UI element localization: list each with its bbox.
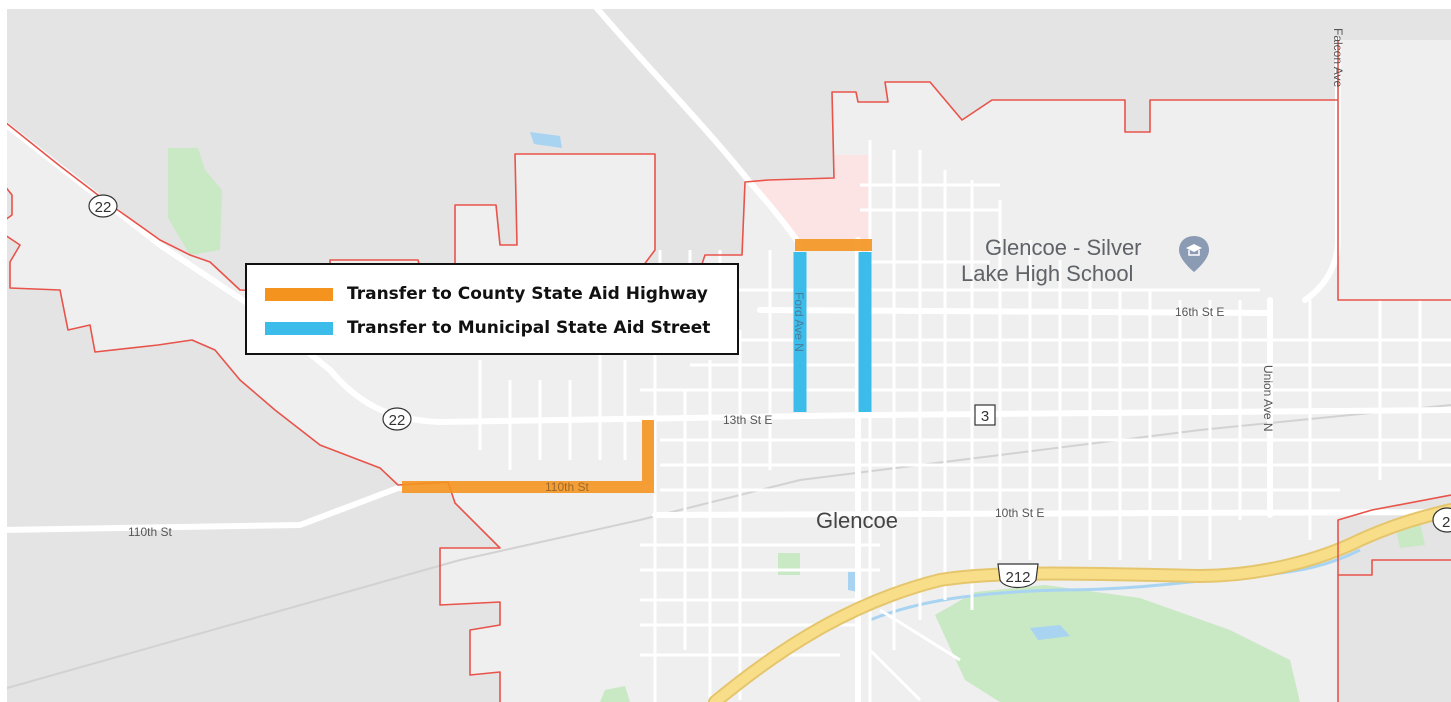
map-legend: Transfer to County State Aid Highway Tra… xyxy=(245,263,739,355)
legend-label-municipal: Transfer to Municipal State Aid Street xyxy=(347,318,711,338)
park-south xyxy=(935,585,1300,702)
boundary-pink-zone xyxy=(748,155,870,240)
street-label-110th-west: 110th St xyxy=(128,525,172,539)
hwy22-shield-east: 2 xyxy=(1432,507,1451,533)
county-highway-transfer xyxy=(402,239,872,493)
us212-shield: 212 xyxy=(997,563,1039,589)
hwy22-shield-b-text: 22 xyxy=(389,412,406,429)
school-marker-icon xyxy=(1179,236,1209,272)
school-label-line2: Lake High School xyxy=(961,261,1133,286)
city-area xyxy=(0,40,1451,702)
city-boundary-west xyxy=(0,179,501,702)
city-boundary-east xyxy=(1337,494,1451,702)
legend-swatch-municipal xyxy=(265,321,333,335)
water-south xyxy=(1030,625,1070,640)
us212-highway xyxy=(710,505,1451,702)
hwy22-shield-a: 22 xyxy=(88,194,118,218)
legend-swatch-county xyxy=(265,287,333,301)
street-label-16th: 16th St E xyxy=(1175,305,1224,319)
map-frame-top xyxy=(0,0,1451,9)
water-north xyxy=(530,132,562,148)
park-sw xyxy=(600,686,630,702)
hwy3-shield-text: 3 xyxy=(981,408,989,425)
street-label-13th: 13th St E xyxy=(723,413,772,427)
street-label-union: Union Ave N xyxy=(1261,365,1275,432)
hwy22-shield-east-text: 2 xyxy=(1442,514,1450,531)
map-frame-left xyxy=(0,0,7,702)
hwy22-shield-b: 22 xyxy=(382,407,412,431)
street-label-10th: 10th St E xyxy=(995,506,1044,520)
railroad xyxy=(0,404,1451,691)
park-small xyxy=(778,553,800,575)
municipal-street-transfer xyxy=(793,252,872,412)
park-north xyxy=(168,148,222,255)
street-label-falcon: Falcon Ave xyxy=(1331,28,1345,87)
school-label-line1: Glencoe - Silver xyxy=(985,235,1142,260)
creek xyxy=(869,548,1361,622)
us212-shield-text: 212 xyxy=(1005,569,1030,586)
street-label-110th-mid: 110th St xyxy=(545,480,589,494)
legend-item-municipal: Transfer to Municipal State Aid Street xyxy=(265,311,737,345)
hwy3-shield: 3 xyxy=(974,404,996,426)
city-label: Glencoe xyxy=(816,508,898,533)
legend-item-county: Transfer to County State Aid Highway xyxy=(265,277,737,311)
hwy22-shield-a-text: 22 xyxy=(95,199,112,216)
legend-label-county: Transfer to County State Aid Highway xyxy=(347,284,708,304)
street-label-ford: Ford Ave N xyxy=(792,292,806,352)
